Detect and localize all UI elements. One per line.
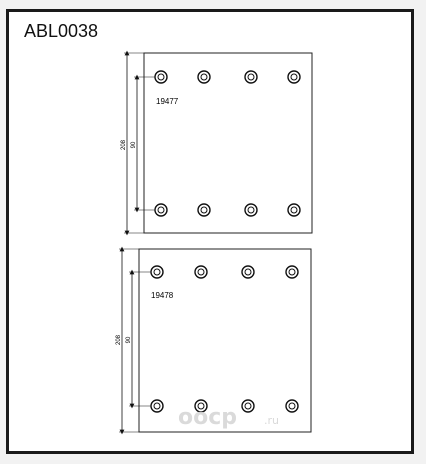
rivet-hole	[241, 265, 255, 279]
rivet-hole	[150, 399, 164, 413]
rivet-hole	[150, 265, 164, 279]
lining-2-dim-inner-text: 90	[126, 336, 132, 343]
rivet-hole	[287, 203, 301, 217]
lining-1-rivet-holes	[154, 70, 301, 217]
rivet-hole	[244, 203, 258, 217]
rivet-hole	[244, 70, 258, 84]
rivet-hole	[194, 399, 208, 413]
rivet-hole	[241, 399, 255, 413]
lining-2-rivet-holes	[150, 265, 299, 413]
watermark-logo: oocp .ru	[178, 405, 279, 430]
lining-1-outline	[143, 52, 313, 234]
rivet-hole	[154, 203, 168, 217]
lining-1-dim-outer-text: 208	[121, 139, 127, 150]
lining-2-outline	[138, 248, 312, 433]
rivet-hole	[285, 265, 299, 279]
watermark-brand: oocp	[178, 405, 237, 430]
rivet-hole	[287, 70, 301, 84]
rivet-hole	[197, 70, 211, 84]
part-code: ABL0038	[24, 21, 99, 41]
watermark-suffix: .ru	[264, 414, 279, 427]
rivet-hole	[154, 70, 168, 84]
rivet-hole	[194, 265, 208, 279]
lining-2-dim-outer-text: 208	[116, 334, 122, 345]
lining-1: 208 90 19477	[121, 50, 313, 236]
rivet-hole	[285, 399, 299, 413]
lining-1-label: 19477	[156, 97, 179, 106]
lining-1-dim-inner-text: 90	[131, 141, 137, 148]
lining-2-label: 19478	[151, 291, 174, 300]
lining-2: 208 90 19478	[116, 246, 312, 435]
rivet-hole	[197, 203, 211, 217]
